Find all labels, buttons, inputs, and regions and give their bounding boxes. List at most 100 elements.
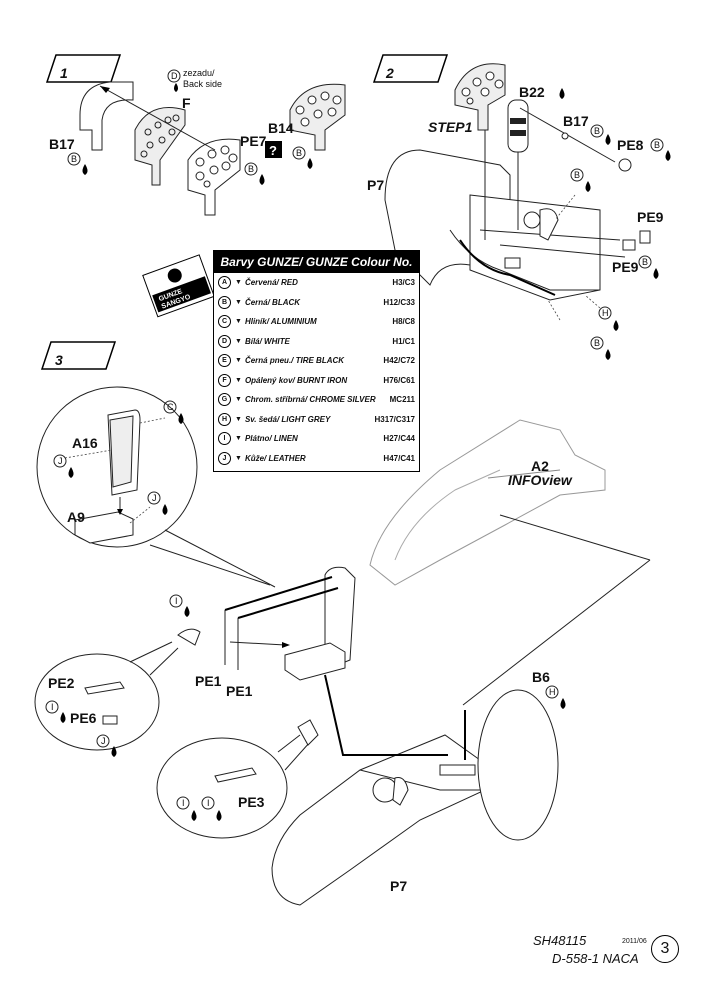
label-j-a9: J	[152, 493, 157, 503]
part-pe9-a	[639, 230, 651, 244]
legend-row: C ▼Hliník/ ALUMINIUM H8/C8	[214, 312, 419, 332]
label-pe9-a: PE9	[637, 209, 664, 225]
legend-colour-name: Plátno/ LINEN	[244, 434, 298, 444]
label-b-b14: B	[296, 148, 302, 158]
label-b-cockpit: B	[574, 170, 580, 180]
legend-colour-code: H3/C3	[392, 278, 415, 288]
pe3-inset-circle	[156, 737, 288, 839]
paint-drop-icon: ▼	[235, 357, 242, 365]
label-step1: STEP1	[428, 119, 473, 135]
label-pe2: PE2	[48, 675, 75, 691]
legend-letter: D	[218, 334, 231, 348]
step-1-badge: 1	[45, 54, 122, 83]
label-b17: B17	[563, 113, 589, 129]
colour-legend: Barvy GUNZE/ GUNZE Colour No. A▼Červená/…	[213, 250, 420, 472]
part-pe2	[84, 681, 125, 695]
legend-colour-code: H42/C72	[383, 356, 415, 366]
legend-colour-code: H76/C61	[383, 375, 415, 385]
legend-colour-code: MC211	[389, 395, 415, 405]
legend-row: E ▼Černá pneu./ TIRE BLACK H42/C72	[214, 351, 419, 371]
part-a2-fuselage-top	[369, 419, 606, 586]
legend-colour-code: H27/C44	[383, 434, 415, 444]
label-i-pe3-b: I	[207, 798, 210, 808]
legend-letter: H	[218, 412, 231, 426]
part-p7-fuselage	[271, 734, 486, 906]
label-d: D	[171, 71, 178, 81]
legend-colour-code: H8/C8	[392, 317, 415, 327]
step-1-number: 1	[60, 65, 68, 81]
legend-colour-name: Černá pneu./ TIRE BLACK	[244, 356, 345, 366]
label-b-floor: B	[594, 338, 600, 348]
step1-panel	[454, 63, 506, 131]
legend-colour-name: Opálený kov/ BURNT IRON	[244, 375, 348, 385]
part-pe3	[214, 767, 257, 783]
legend-title: Barvy GUNZE/ GUNZE Colour No.	[214, 251, 419, 273]
part-pe9-b	[622, 239, 636, 251]
part-a9-cushion	[74, 511, 134, 544]
gunze-sangyo-logo: GUNZE SANGYO	[142, 254, 215, 318]
legend-row: F ▼Opálený kov/ BURNT IRON H76/C61	[214, 371, 419, 391]
legend-letter: C	[218, 315, 231, 329]
footer-code: SH48115	[533, 933, 587, 948]
legend-colour-code: H12/C33	[383, 297, 415, 307]
footer-date: 2011/06	[622, 938, 647, 945]
label-a9: A9	[67, 509, 85, 525]
pe2-inset-circle	[34, 653, 160, 751]
legend-letter: F	[218, 373, 231, 387]
label-b-pe7: B	[248, 164, 254, 174]
step1-assembly: D zezadu/ Back side F B17 B PE7 ? B14 B …	[49, 68, 346, 216]
label-j-a16: J	[58, 456, 63, 466]
paint-drop-icon: ▼	[235, 396, 242, 404]
paint-drop-icon: ▼	[235, 279, 242, 287]
legend-letter: I	[218, 432, 231, 446]
paint-drop-icon: ▼	[235, 376, 242, 384]
paint-drop-icon: ▼	[235, 298, 242, 306]
legend-colour-name: Červená/ RED	[244, 278, 298, 288]
label-h-b6: H	[549, 687, 556, 697]
step-3-number: 3	[55, 352, 63, 368]
label-pe3: PE3	[238, 794, 265, 810]
legend-letter: E	[218, 354, 231, 368]
paint-drop	[174, 83, 178, 92]
step-2-number: 2	[385, 65, 394, 81]
unknown-color-box	[265, 141, 282, 158]
legend-colour-name: Kůže/ LEATHER	[244, 453, 306, 463]
legend-colour-name: Hliník/ ALUMINIUM	[244, 317, 317, 327]
part-b17-knob	[561, 132, 569, 140]
legend-letter: J	[218, 451, 231, 465]
label-pe9-b: PE9	[612, 259, 639, 275]
paint-drop-icon: ▼	[235, 337, 242, 345]
label-infoview: INFOview	[508, 472, 573, 488]
legend-colour-code: H1/C1	[392, 336, 415, 346]
part-b17	[79, 81, 134, 151]
legend-colour-name: Chrom. stříbrná/ CHROME SILVER	[244, 395, 376, 405]
label-pe7: PE7	[240, 133, 267, 149]
seat-assembly-cushion	[284, 642, 346, 681]
label-h: H	[602, 308, 609, 318]
panel-f-dials	[140, 114, 180, 158]
panel-pe7-dials	[195, 145, 238, 188]
svg-text:?: ?	[269, 143, 277, 158]
part-pe8	[618, 158, 632, 172]
label-pe8: PE8	[617, 137, 644, 153]
arrow-b17	[99, 85, 216, 151]
seat-inset-circle	[36, 386, 198, 548]
page-number: 3	[651, 935, 679, 963]
label-pe1-a: PE1	[195, 673, 222, 689]
legend-letter: A	[218, 276, 231, 290]
legend-letter: B	[218, 295, 231, 309]
label-b17: B17	[49, 136, 75, 152]
paint-drop-icon: ▼	[235, 415, 242, 423]
label-b22: B22	[519, 84, 545, 100]
paint-drop-icon: ▼	[235, 318, 242, 326]
legend-colour-code: H47/C41	[383, 453, 415, 463]
label-b-b17: B	[594, 126, 600, 136]
label-p7: P7	[390, 878, 407, 894]
